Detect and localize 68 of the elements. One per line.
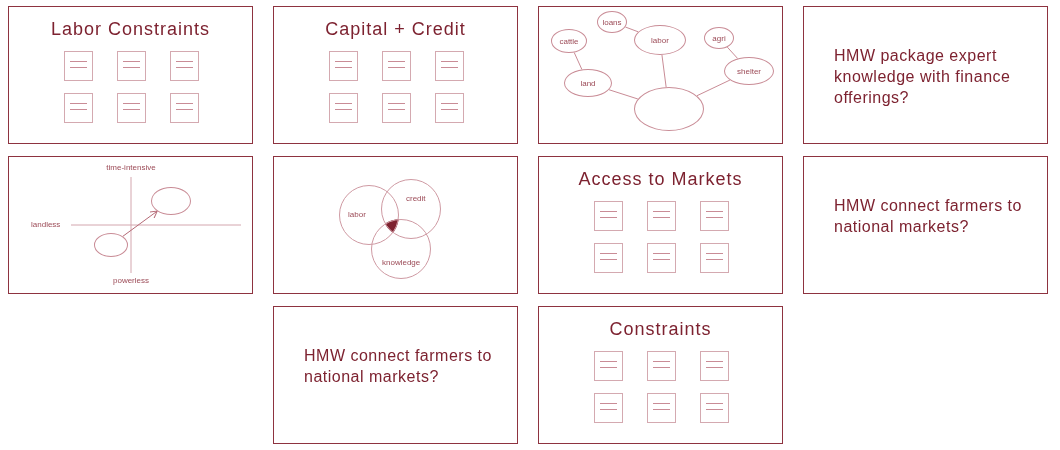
card-title: Capital + Credit	[324, 19, 467, 40]
slide-card	[8, 156, 253, 294]
sticky-note	[170, 51, 199, 81]
sticky-note	[647, 393, 676, 423]
slide-card	[803, 6, 1048, 144]
sticky-note	[594, 243, 623, 273]
bubble-label: cattle	[559, 36, 579, 46]
sticky-note	[382, 93, 411, 123]
slide-card	[273, 156, 518, 294]
sticky-note	[700, 243, 729, 273]
bubble-label: agri	[712, 33, 726, 43]
bubble	[551, 29, 587, 53]
bubble	[634, 25, 686, 55]
ellipse	[634, 87, 704, 131]
bubble-label: labor	[651, 35, 669, 45]
connector-line	[573, 52, 583, 70]
card-title: Labor Constraints	[49, 19, 212, 40]
bubble-label: loans	[602, 17, 622, 27]
sticky-note	[700, 393, 729, 423]
circle-label: labor	[348, 210, 366, 219]
sticky-note	[117, 93, 146, 123]
sticky-note	[647, 351, 676, 381]
slide-card	[538, 156, 783, 294]
slide-card	[538, 6, 783, 144]
slide-card	[803, 156, 1048, 294]
slide-card	[273, 6, 518, 144]
sticky-note	[647, 201, 676, 231]
slide-card	[273, 306, 518, 444]
arrow	[122, 210, 158, 237]
bubble	[597, 11, 627, 33]
sticky-note	[594, 351, 623, 381]
connector-line	[726, 46, 739, 59]
sticky-note	[435, 51, 464, 81]
sticky-note	[435, 93, 464, 123]
sticky-note	[170, 93, 199, 123]
axis-label: time-intensive	[106, 163, 156, 172]
bubble	[564, 69, 612, 97]
card-title: Access to Markets	[577, 169, 744, 190]
connector-line	[608, 89, 639, 100]
slide-card	[8, 6, 253, 144]
sticky-note	[594, 201, 623, 231]
axis-label: landless	[31, 220, 61, 229]
sticky-note	[382, 51, 411, 81]
question-text: HMW package expert knowledge with finance offerings?	[834, 46, 1012, 108]
connector-line	[624, 26, 639, 33]
ellipse	[94, 233, 128, 257]
sticky-note	[647, 243, 676, 273]
sticky-note	[117, 51, 146, 81]
sticky-note	[329, 51, 358, 81]
card-title: Constraints	[608, 319, 713, 340]
sticky-note	[64, 51, 93, 81]
question-text: HMW connect farmers to national markets?	[304, 346, 493, 387]
sticky-note	[594, 393, 623, 423]
circle-label: credit	[406, 194, 426, 203]
sticky-note	[700, 201, 729, 231]
bubble	[704, 27, 734, 49]
question-text: HMW connect farmers to national markets?	[834, 196, 1023, 237]
sticky-note	[700, 351, 729, 381]
sticky-note	[64, 93, 93, 123]
slide-card	[538, 306, 783, 444]
circle-label: knowledge	[382, 258, 421, 267]
sticky-note	[329, 93, 358, 123]
bubble-label: land	[580, 78, 596, 88]
ellipse	[151, 187, 191, 215]
bubble	[724, 57, 774, 85]
bubble-label: shelter	[737, 66, 761, 76]
connector-line	[661, 54, 667, 88]
axis-label: powerless	[113, 276, 149, 285]
